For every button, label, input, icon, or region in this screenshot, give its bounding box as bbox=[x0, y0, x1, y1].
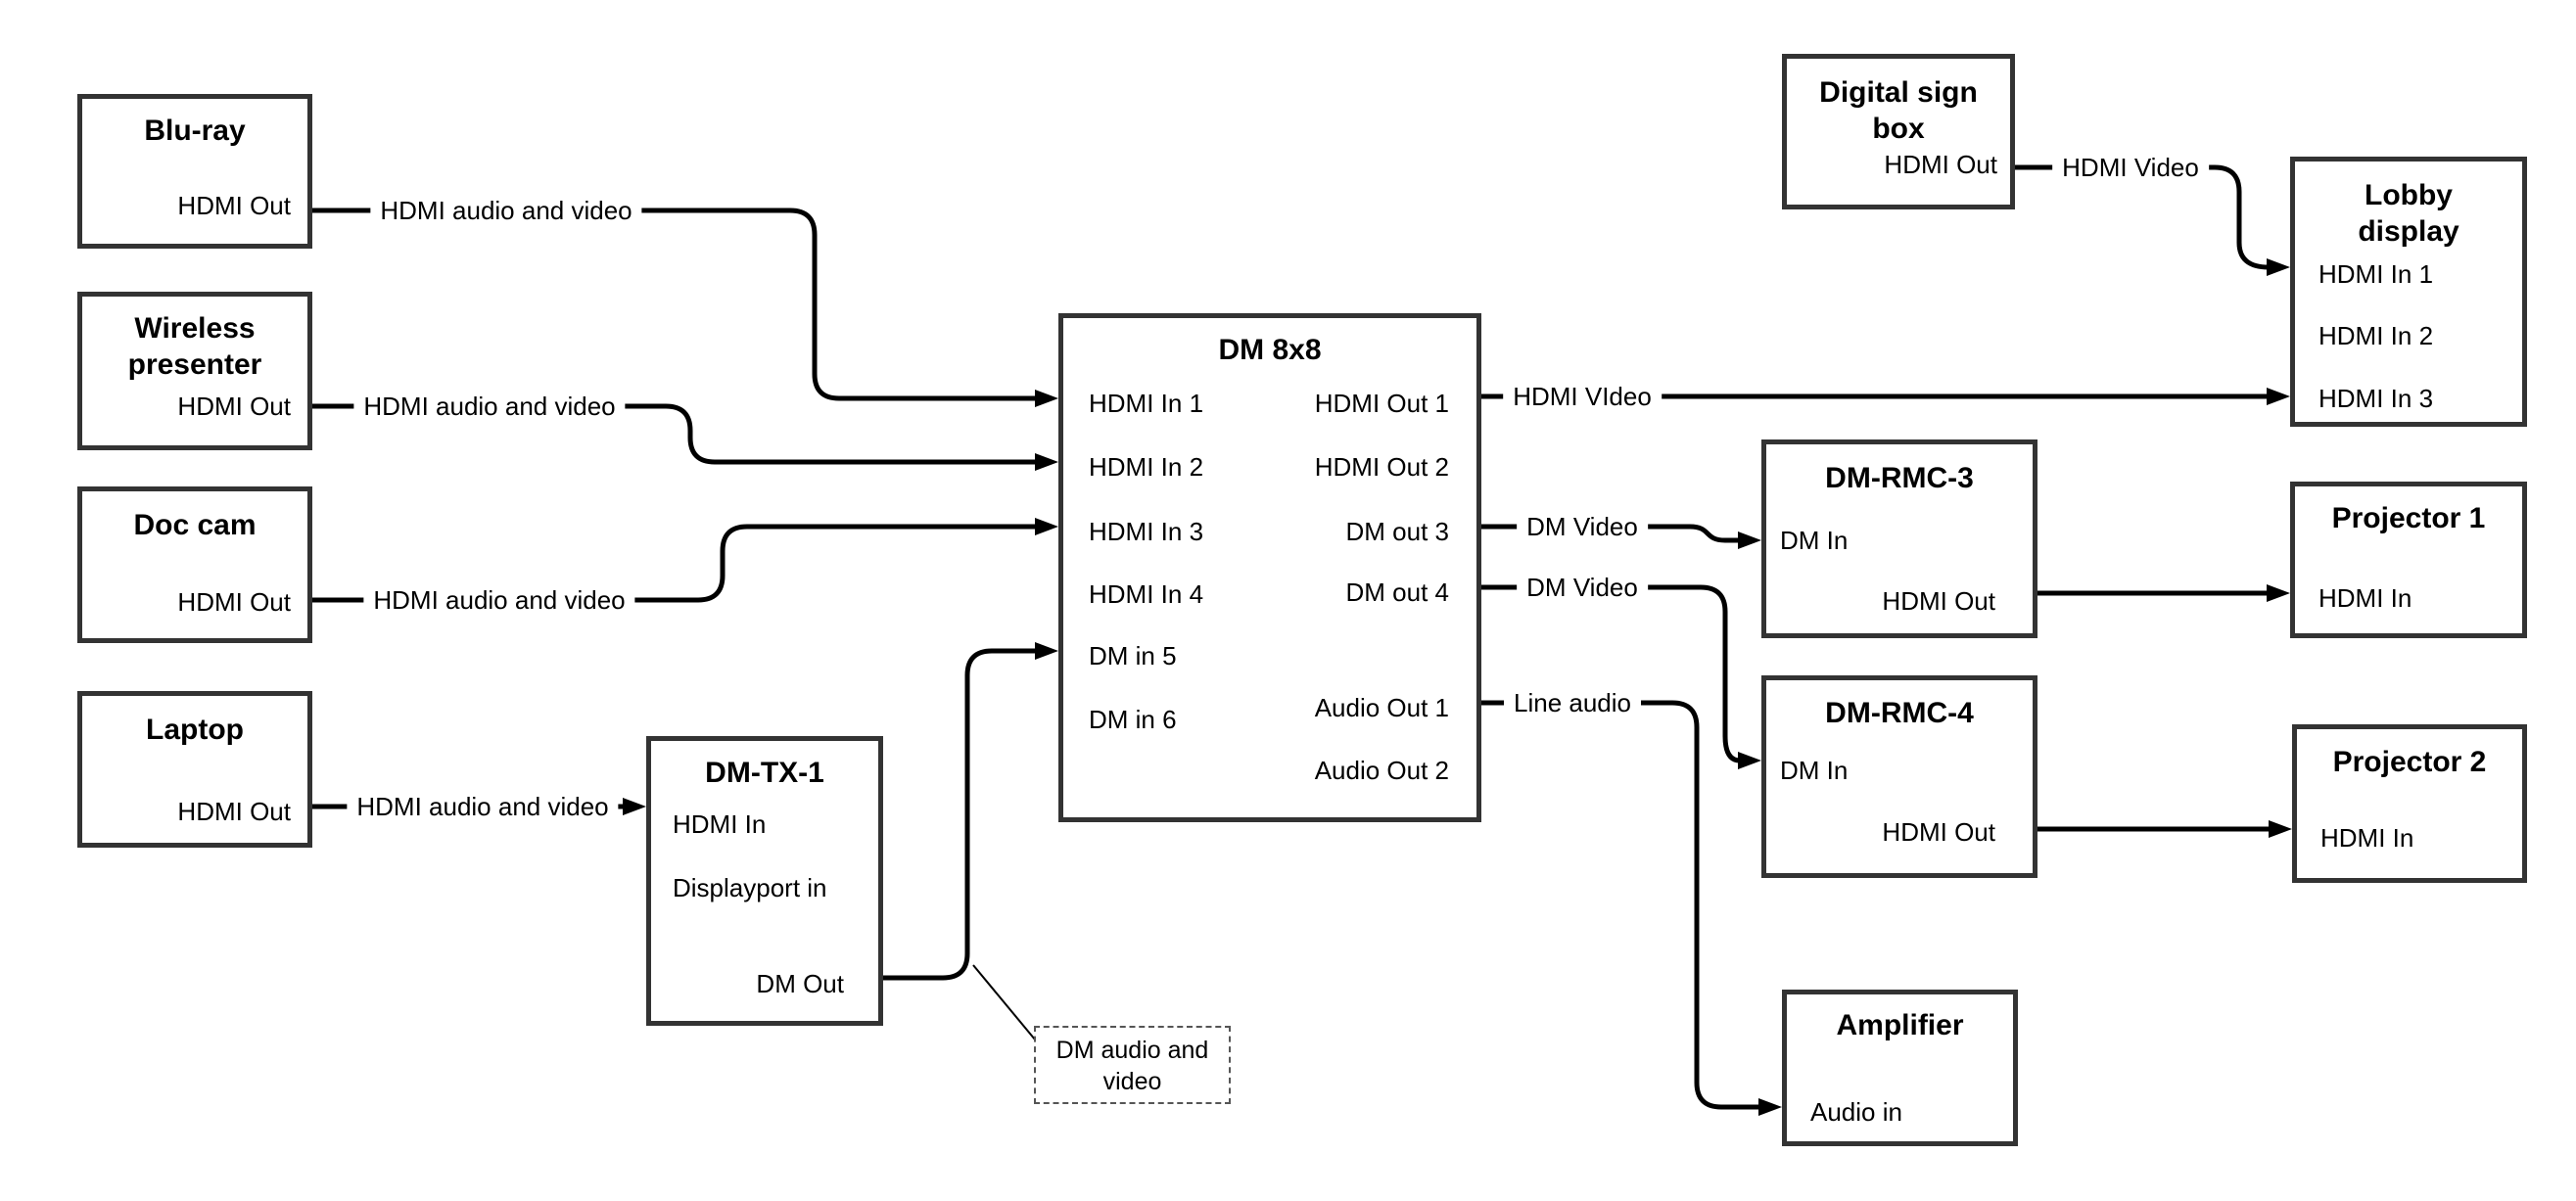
node-dm-8x8[interactable]: DM 8x8 HDMI In 1 HDMI In 2 HDMI In 3 HDM… bbox=[1058, 313, 1481, 822]
connector-bluray-to-dm8x8-in1 bbox=[312, 208, 1058, 407]
edge-label-dm-video-out3: DM Video bbox=[1517, 512, 1648, 541]
port-hdmi-out: HDMI Out bbox=[1882, 586, 1995, 616]
connector-dmtx1-to-dm8x8-in5 bbox=[883, 642, 1058, 981]
node-bluray[interactable]: Blu-ray HDMI Out bbox=[77, 94, 312, 249]
port-hdmi-in: HDMI In bbox=[2318, 583, 2412, 613]
port-hdmi-in-2: HDMI In 2 bbox=[1089, 452, 1204, 482]
edge-label-hdmi-video-out1: HDMI VIdeo bbox=[1503, 382, 1662, 411]
edge-label-hdmi-video-digitalsign: HDMI Video bbox=[2052, 153, 2209, 182]
edge-label-hdmi-audio-video-4: HDMI audio and video bbox=[347, 792, 619, 821]
edge-label-hdmi-audio-video-1: HDMI audio and video bbox=[370, 196, 642, 225]
node-title: Amplifier bbox=[1836, 1009, 1964, 1041]
port-hdmi-out: HDMI Out bbox=[1882, 817, 1995, 847]
node-title: DM-RMC-4 bbox=[1825, 697, 1974, 729]
port-hdmi-out: HDMI Out bbox=[177, 587, 291, 617]
node-title: Laptop bbox=[146, 714, 244, 746]
port-displayport-in: Displayport in bbox=[673, 873, 827, 902]
node-title: Lobby bbox=[2365, 179, 2453, 211]
connector-dm8x8-aout1-to-amplifier bbox=[1481, 700, 1782, 1116]
node-title: DM-TX-1 bbox=[705, 757, 824, 789]
port-hdmi-in-1: HDMI In 1 bbox=[2318, 259, 2434, 289]
port-hdmi-in-3: HDMI In 3 bbox=[1089, 517, 1204, 546]
edge-label-hdmi-audio-video-3: HDMI audio and video bbox=[363, 585, 635, 615]
node-digital-sign-box[interactable]: Digital sign box HDMI Out bbox=[1782, 54, 2015, 209]
port-hdmi-out: HDMI Out bbox=[1884, 150, 1997, 179]
node-title-line2: box bbox=[1872, 113, 1925, 145]
port-hdmi-in-2: HDMI In 2 bbox=[2318, 321, 2434, 350]
port-hdmi-in-3: HDMI In 3 bbox=[2318, 384, 2434, 413]
connector-doccam-to-dm8x8-in3 bbox=[312, 518, 1058, 603]
port-hdmi-in-1: HDMI In 1 bbox=[1089, 389, 1204, 418]
node-lobby-display[interactable]: Lobby display HDMI In 1 HDMI In 2 HDMI I… bbox=[2290, 157, 2527, 427]
node-doc-cam[interactable]: Doc cam HDMI Out bbox=[77, 486, 312, 643]
node-dm-rmc-3[interactable]: DM-RMC-3 DM In HDMI Out bbox=[1761, 439, 2037, 638]
node-title: Blu-ray bbox=[144, 115, 246, 147]
connector-dm8x8-out4-to-dmrmc4 bbox=[1481, 584, 1761, 769]
node-title: DM-RMC-3 bbox=[1825, 462, 1974, 494]
port-dm-in-6: DM in 6 bbox=[1089, 705, 1177, 734]
node-projector-1[interactable]: Projector 1 HDMI In bbox=[2290, 482, 2527, 638]
node-projector-2[interactable]: Projector 2 HDMI In bbox=[2292, 724, 2527, 883]
edge-label-hdmi-audio-video-2: HDMI audio and video bbox=[353, 392, 626, 421]
node-title: Projector 1 bbox=[2331, 502, 2486, 534]
connector-dm8x8-out3-to-dmrmc3 bbox=[1481, 524, 1761, 549]
port-dm-in: DM In bbox=[1780, 526, 1849, 555]
port-hdmi-in: HDMI In bbox=[673, 809, 767, 839]
connector-digitalsign-to-lobby-in1 bbox=[2015, 164, 2290, 276]
port-audio-in: Audio in bbox=[1810, 1097, 1902, 1127]
port-dm-in-5: DM in 5 bbox=[1089, 641, 1177, 670]
edge-label-line-audio: Line audio bbox=[1504, 688, 1641, 717]
node-title: DM 8x8 bbox=[1218, 334, 1322, 366]
connector-wireless-to-dm8x8-in2 bbox=[312, 403, 1058, 471]
port-hdmi-in-4: HDMI In 4 bbox=[1089, 579, 1204, 609]
port-audio-out-1: Audio Out 1 bbox=[1314, 693, 1449, 722]
note-text-line2: video bbox=[1102, 1068, 1162, 1095]
node-title: Wireless bbox=[134, 312, 256, 345]
port-audio-out-2: Audio Out 2 bbox=[1314, 756, 1449, 785]
note-text-line1: DM audio and bbox=[1055, 1037, 1209, 1064]
port-hdmi-out: HDMI Out bbox=[177, 191, 291, 220]
node-title: Digital sign bbox=[1819, 76, 1978, 109]
port-hdmi-out: HDMI Out bbox=[177, 392, 291, 421]
node-dm-rmc-4[interactable]: DM-RMC-4 DM In HDMI Out bbox=[1761, 675, 2037, 878]
port-hdmi-out: HDMI Out bbox=[177, 797, 291, 826]
node-title: Projector 2 bbox=[2332, 746, 2487, 778]
node-wireless-presenter[interactable]: Wireless presenter HDMI Out bbox=[77, 292, 312, 450]
port-hdmi-out-1: HDMI Out 1 bbox=[1314, 389, 1449, 418]
port-hdmi-in: HDMI In bbox=[2320, 823, 2414, 853]
node-laptop[interactable]: Laptop HDMI Out bbox=[77, 691, 312, 848]
port-dm-out: DM Out bbox=[756, 969, 844, 998]
node-title-line2: display bbox=[2358, 215, 2459, 248]
note-dm-audio-and-video[interactable]: DM audio and video bbox=[1034, 1026, 1231, 1104]
node-title: Doc cam bbox=[133, 509, 257, 541]
edge-label-dm-video-out4: DM Video bbox=[1517, 573, 1648, 602]
node-dm-tx-1[interactable]: DM-TX-1 HDMI In Displayport in DM Out bbox=[646, 736, 883, 1026]
node-title-line2: presenter bbox=[127, 348, 262, 381]
port-dm-out-3: DM out 3 bbox=[1345, 517, 1450, 546]
node-amplifier[interactable]: Amplifier Audio in bbox=[1782, 990, 2018, 1146]
port-hdmi-out-2: HDMI Out 2 bbox=[1314, 452, 1449, 482]
note-leader-line bbox=[972, 964, 1036, 1040]
port-dm-out-4: DM out 4 bbox=[1345, 577, 1450, 607]
port-dm-in: DM In bbox=[1780, 756, 1849, 785]
